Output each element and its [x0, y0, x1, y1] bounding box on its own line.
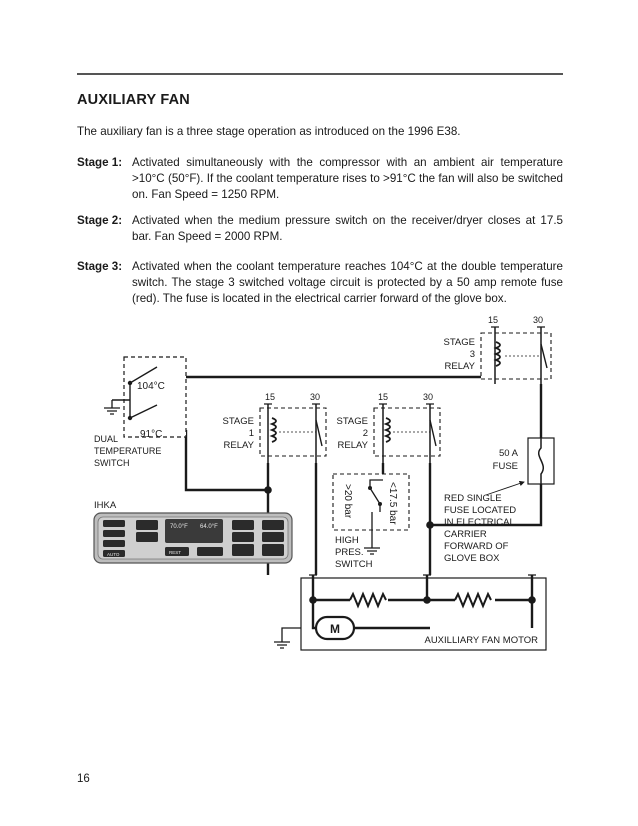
motor-symbol: M [330, 622, 340, 636]
high-pressure-switch [332, 473, 410, 555]
fuse-label-2: FUSE [493, 461, 518, 472]
relay2-label-2: 2 [363, 428, 368, 439]
junction-node [423, 596, 431, 604]
relay3-terminal-30: 30 [533, 315, 543, 325]
relay2-terminal-30: 30 [423, 392, 433, 402]
header-rule [77, 73, 563, 75]
wire-fuse-motor [428, 482, 543, 575]
stage-2-text: Activated when the medium pressure switc… [132, 214, 563, 243]
stage-2-relay [373, 404, 441, 463]
stage-3-relay [480, 327, 552, 384]
stage-2-label: Stage 2: [77, 214, 123, 227]
relay3-label-2: 3 [470, 349, 475, 360]
stage-3-text: Activated when the coolant temperature r… [132, 260, 563, 305]
fuse-note-2: FUSE LOCATED [444, 505, 516, 516]
resistor-2-icon [454, 591, 492, 609]
fuse-note-1: RED SINGLE [444, 493, 502, 504]
junction-node [426, 521, 434, 529]
page-heading: AUXILIARY FAN [77, 92, 190, 108]
fuse-note-5: FORWARD OF [444, 541, 509, 552]
page-number: 16 [77, 773, 90, 785]
ihka-auto-button: AUTO [107, 552, 120, 557]
relay3-terminal-15: 15 [488, 315, 498, 325]
stage-3-label: Stage 3: [77, 260, 123, 273]
stage-1-label: Stage 1: [77, 156, 123, 169]
ihka-right-temp: 64.0°F [200, 524, 218, 530]
pressure-switch-label-2: PRES. [335, 547, 364, 558]
relay1-label-3: RELAY [224, 440, 255, 451]
wire-switch-relay1 [184, 430, 270, 492]
ground-icon [274, 627, 301, 649]
fuse-note-6: GLOVE BOX [444, 553, 500, 564]
junction-node [528, 596, 536, 604]
ground-icon [364, 512, 380, 555]
fuse-callout-arrow [485, 480, 525, 496]
fuse-note-3: IN ELECTRICAL [444, 517, 515, 528]
motor-icon [314, 615, 356, 641]
fuse-note-4: CARRIER [444, 529, 487, 540]
motor-label: AUXILLIARY FAN MOTOR [424, 635, 538, 646]
resistor-1-icon [349, 591, 387, 609]
ihka-control-panel [93, 512, 293, 564]
temp-low-label: 91°C [140, 429, 162, 440]
intro-paragraph: The auxiliary fan is a three stage opera… [77, 125, 461, 138]
stage-1-relay [259, 404, 327, 463]
junction-node [264, 486, 272, 494]
stage-3-paragraph: Stage 3: Activated when the coolant temp… [77, 259, 563, 307]
relay3-label-3: RELAY [445, 361, 476, 372]
ihka-label: IHKA [94, 500, 117, 511]
dual-temperature-switch [104, 356, 187, 438]
relay1-terminal-30: 30 [310, 392, 320, 402]
stage-2-paragraph: Stage 2: Activated when the medium press… [77, 213, 563, 245]
dual-switch-label-3: SWITCH [94, 458, 130, 468]
ihka-rest-button: REST [169, 550, 181, 555]
relay1-label-1: STAGE [223, 416, 255, 427]
fuse-50a [527, 437, 555, 485]
pressure-switch-label-1: HIGH [335, 535, 359, 546]
relay2-terminal-15: 15 [378, 392, 388, 402]
relay2-label-1: STAGE [337, 416, 369, 427]
relay1-terminal-15: 15 [265, 392, 275, 402]
temp-high-label: 104°C [137, 381, 165, 392]
dual-switch-label-1: DUAL [94, 434, 118, 444]
ihka-left-temp: 70.0°F [170, 524, 188, 530]
ground-icon [104, 400, 120, 415]
relay1-label-2: 1 [249, 428, 254, 439]
stage-1-paragraph: Stage 1: Activated simultaneously with t… [77, 155, 563, 203]
connector-marks [264, 326, 545, 576]
relay3-label-1: STAGE [444, 337, 476, 348]
pressure-low-label: >20 bar [342, 484, 353, 519]
stage-1-text: Activated simultaneously with the compre… [132, 156, 563, 201]
fuse-label-1: 50 A [499, 448, 519, 459]
dual-switch-label-2: TEMPERATURE [94, 446, 161, 456]
pressure-switch-label-3: SWITCH [335, 559, 373, 570]
pressure-high-label: <17.5 bar [387, 482, 398, 525]
auxiliary-fan-motor [274, 577, 547, 651]
relay2-label-3: RELAY [338, 440, 369, 451]
